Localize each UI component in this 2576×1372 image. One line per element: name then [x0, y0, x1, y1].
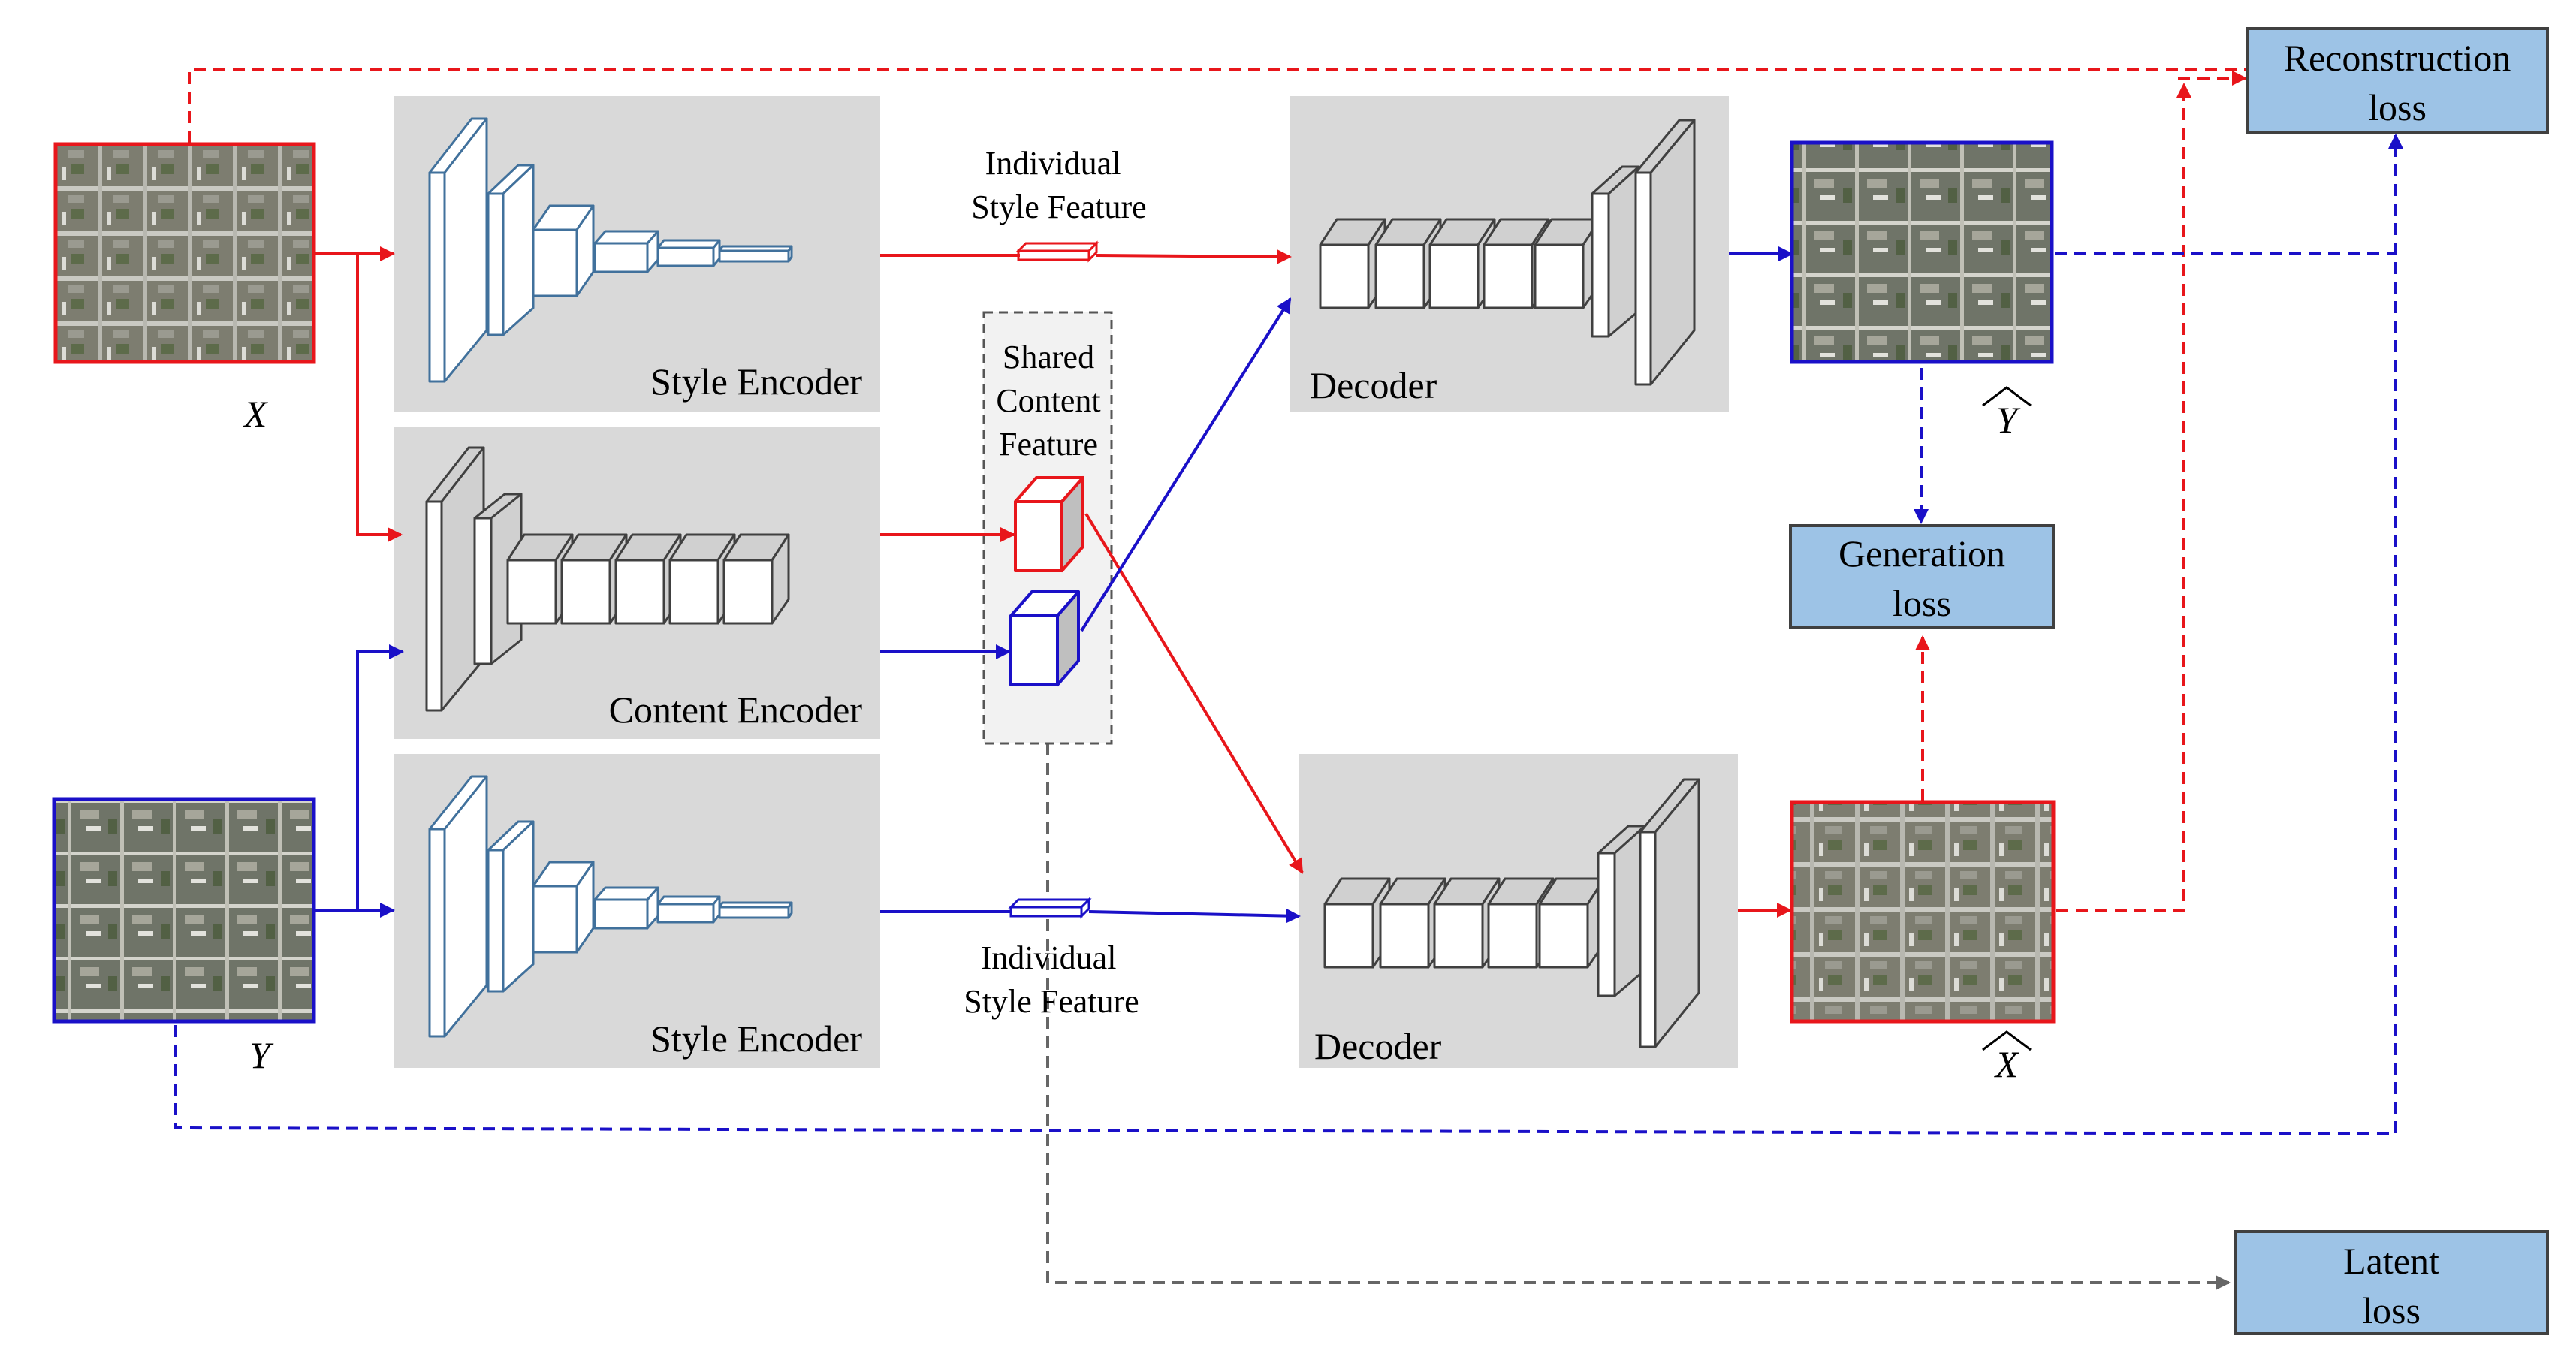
generation-loss-box	[1789, 524, 2055, 629]
y-label: Y	[249, 1034, 274, 1076]
reconstruction-loss-line2: loss	[2368, 86, 2427, 128]
reconstruction-loss-line1: Reconstruction	[2284, 37, 2511, 79]
y-hat-label: Y	[1996, 399, 2021, 441]
x-label: X	[243, 393, 269, 435]
style-encoder-top-blocks	[428, 117, 793, 383]
image-y	[52, 797, 316, 1024]
xhat-to-reconstruction-path	[2056, 83, 2191, 912]
blue-cube-to-decoder-top-arrow	[1080, 297, 1292, 632]
x-to-reconstruction-path	[188, 68, 2246, 143]
shared-content-feature-line2: Content	[996, 382, 1100, 419]
decoder-bottom-blocks	[1323, 778, 1700, 1048]
individual-style-feature-top-line1: Individual	[985, 145, 1121, 182]
reconstruction-loss-box	[2246, 27, 2549, 134]
x-hat-hat-icon	[1982, 1030, 2032, 1051]
decoder-top-blocks	[1319, 119, 1696, 386]
style-encoder-bottom-label: Style Encoder	[650, 1018, 862, 1060]
style-bottom-to-decoder-arrow-2	[1088, 908, 1301, 924]
shared-content-feature-line1: Shared	[1003, 339, 1094, 375]
latent-loss-line1: Latent	[2343, 1240, 2439, 1282]
shared-content-blue-cube	[1009, 590, 1080, 686]
x-to-content-encoder-arrow	[356, 254, 403, 542]
red-cube-to-decoder-bottom-arrow	[1084, 512, 1304, 874]
style-top-to-decoder-arrow-2	[1096, 249, 1292, 264]
decoder-top-label: Decoder	[1310, 364, 1437, 406]
generation-loss-line2: loss	[1893, 582, 1951, 624]
content-encoder-blocks	[425, 446, 790, 712]
individual-style-feature-bottom-bar	[1008, 897, 1092, 919]
y-to-reconstruction-path	[174, 134, 2403, 1136]
latent-loss-line2: loss	[2362, 1289, 2421, 1331]
x-hat-label: X	[1994, 1043, 2020, 1085]
image-x	[53, 142, 316, 364]
individual-style-feature-bottom-line1: Individual	[981, 939, 1117, 976]
shared-to-latent-path	[1046, 743, 2231, 1290]
style-encoder-bottom-blocks	[428, 775, 793, 1038]
y-hat-hat-icon	[1982, 386, 2032, 407]
style-encoder-top-label: Style Encoder	[650, 360, 862, 403]
generation-loss-line1: Generation	[1838, 532, 2005, 574]
individual-style-feature-bottom-line2: Style Feature	[964, 983, 1139, 1020]
y-to-content-encoder-arrow	[356, 644, 404, 910]
shared-content-red-cube	[1014, 476, 1084, 572]
image-y-hat	[1790, 140, 2054, 364]
latent-loss-box	[2234, 1230, 2549, 1335]
content-encoder-label: Content Encoder	[609, 689, 863, 731]
decoder-bottom-label: Decoder	[1314, 1025, 1442, 1067]
image-x-hat	[1790, 800, 2056, 1024]
shared-content-feature-line3: Feature	[999, 426, 1098, 463]
individual-style-feature-top-line2: Style Feature	[971, 188, 1146, 225]
individual-style-feature-top-bar	[1015, 240, 1099, 263]
